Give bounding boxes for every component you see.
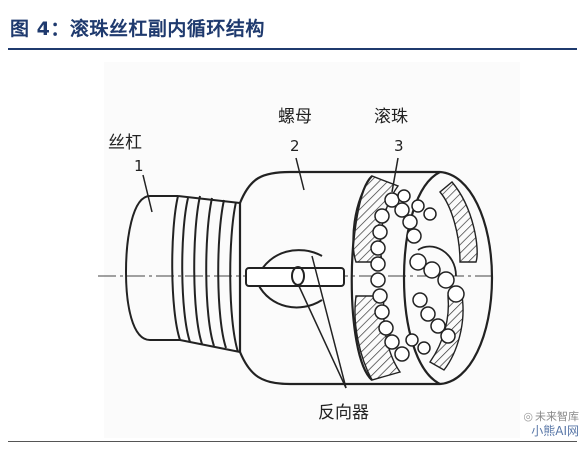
nut-body	[238, 170, 494, 386]
leader-lines	[142, 157, 399, 389]
label-nut: 螺母	[278, 107, 312, 127]
screw-shaft	[124, 195, 241, 353]
label-screw: 丝杠	[108, 133, 142, 153]
bottom-divider	[8, 441, 577, 442]
watermark: ◎未来智库 小熊AI网	[523, 410, 579, 438]
watermark-line2: 小熊AI网	[531, 424, 579, 438]
ball-circuit	[370, 189, 465, 362]
ball-return-bulge	[417, 245, 457, 277]
reverser-insert	[245, 249, 345, 309]
title-divider	[8, 48, 577, 50]
label-balls: 滚珠	[374, 107, 408, 127]
watermark-icon: ◎	[523, 410, 533, 423]
label-nut-number: 2	[290, 137, 300, 155]
watermark-line1: 未来智库	[535, 410, 579, 423]
figure-title: 图 4：滚珠丝杠副内循环结构	[10, 18, 265, 40]
label-reverser: 反向器	[318, 403, 369, 423]
label-screw-number: 1	[134, 157, 144, 175]
label-balls-number: 3	[394, 137, 404, 155]
